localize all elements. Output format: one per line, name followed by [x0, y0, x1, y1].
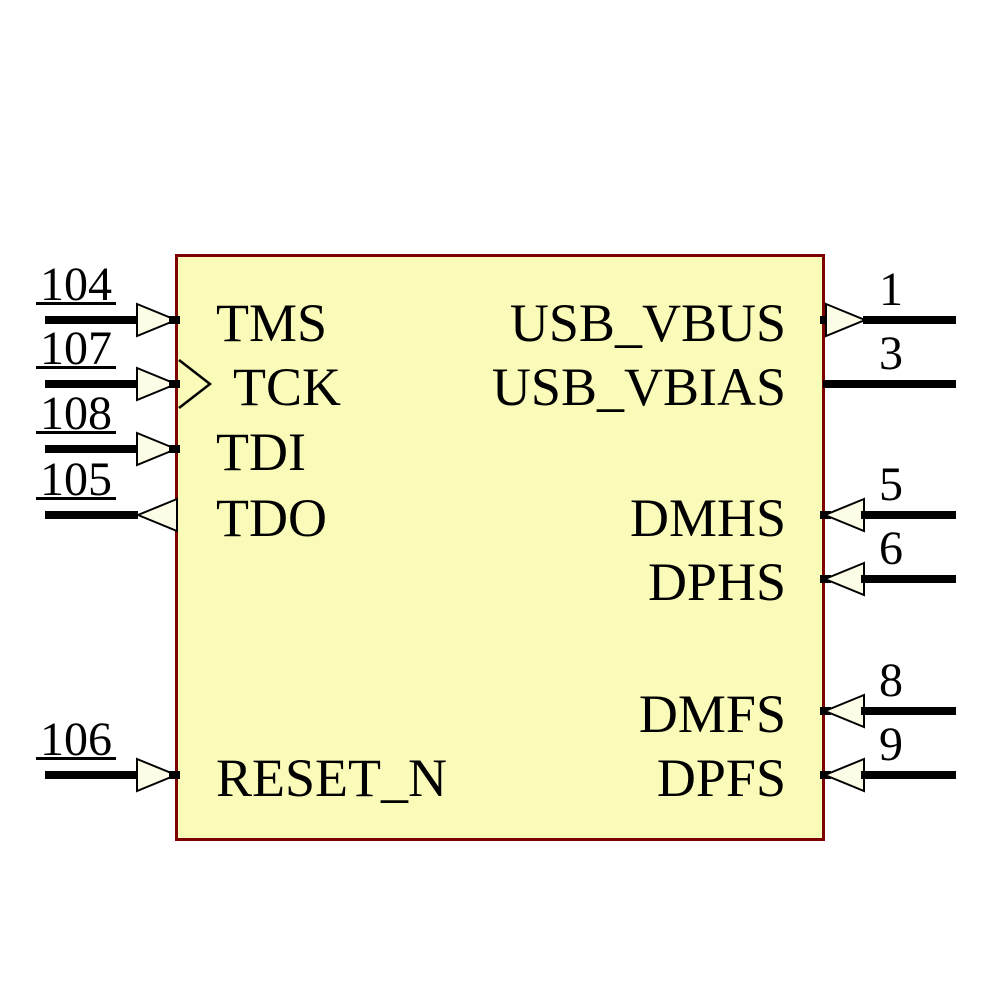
pin-1-wire[interactable] [863, 316, 956, 324]
pin-104-wire[interactable] [45, 316, 138, 324]
pin-105-number: 105 [40, 453, 112, 506]
pin-dmfs-label: DMFS [638, 684, 786, 744]
pin-107-stub [169, 380, 180, 388]
pin-9-wire[interactable] [861, 771, 956, 779]
component-body[interactable] [175, 254, 825, 841]
pin-tdi-label: TDI [216, 422, 306, 482]
pin-106-number: 106 [40, 713, 112, 766]
pin-dmhs-label: DMHS [629, 488, 786, 548]
pin-9-number: 9 [879, 718, 903, 771]
pin-8-number: 8 [879, 654, 903, 707]
pin-108-stub [169, 445, 180, 453]
pin-9-input-arrow-icon [823, 757, 865, 793]
pin-6-wire[interactable] [861, 575, 956, 583]
pin-tms-label: TMS [216, 293, 328, 353]
pin-dphs-label: DPHS [647, 552, 786, 612]
pin-104-input-arrow-icon [136, 302, 178, 338]
pin-107-number: 107 [40, 322, 112, 375]
pin-105-output-arrow-icon [136, 497, 178, 533]
pin-6-input-arrow-icon [823, 561, 865, 597]
pin-108-input-arrow-icon [136, 431, 178, 467]
pin-1-number: 1 [879, 263, 903, 316]
pin-108-number-underline [36, 431, 116, 434]
pin-8-wire[interactable] [861, 707, 956, 715]
pin-108-wire[interactable] [45, 445, 138, 453]
pin-1-output-arrow-icon [825, 302, 867, 338]
pin-6-number: 6 [879, 522, 903, 575]
tck-clock-icon [178, 359, 212, 409]
pin-3-wire[interactable] [823, 380, 956, 388]
pin-105-wire[interactable] [45, 511, 138, 519]
pin-108-number: 108 [40, 387, 112, 440]
pin-106-number-underline [36, 757, 116, 760]
pin-104-number: 104 [40, 258, 112, 311]
pin-dpfs-label: DPFS [656, 748, 786, 808]
pin-5-wire[interactable] [861, 511, 956, 519]
pin-107-number-underline [36, 366, 116, 369]
pin-106-input-arrow-icon [136, 757, 178, 793]
pin-usb-vbus-label: USB_VBUS [509, 293, 786, 353]
pin-usb-vbias-label: USB_VBIAS [491, 357, 786, 417]
pin-106-stub [169, 771, 180, 779]
pin-tdo-label: TDO [216, 488, 327, 548]
pin-106-wire[interactable] [45, 771, 138, 779]
pin-reset-n-label: RESET_N [216, 748, 448, 808]
pin-5-number: 5 [879, 458, 903, 511]
pin-tck-label: TCK [233, 357, 341, 417]
pin-107-wire[interactable] [45, 380, 138, 388]
pin-104-stub [169, 316, 180, 324]
pin-3-number: 3 [879, 327, 903, 380]
pin-104-number-underline [36, 302, 116, 305]
pin-105-number-underline [36, 497, 116, 500]
pin-107-input-arrow-icon [136, 366, 178, 402]
